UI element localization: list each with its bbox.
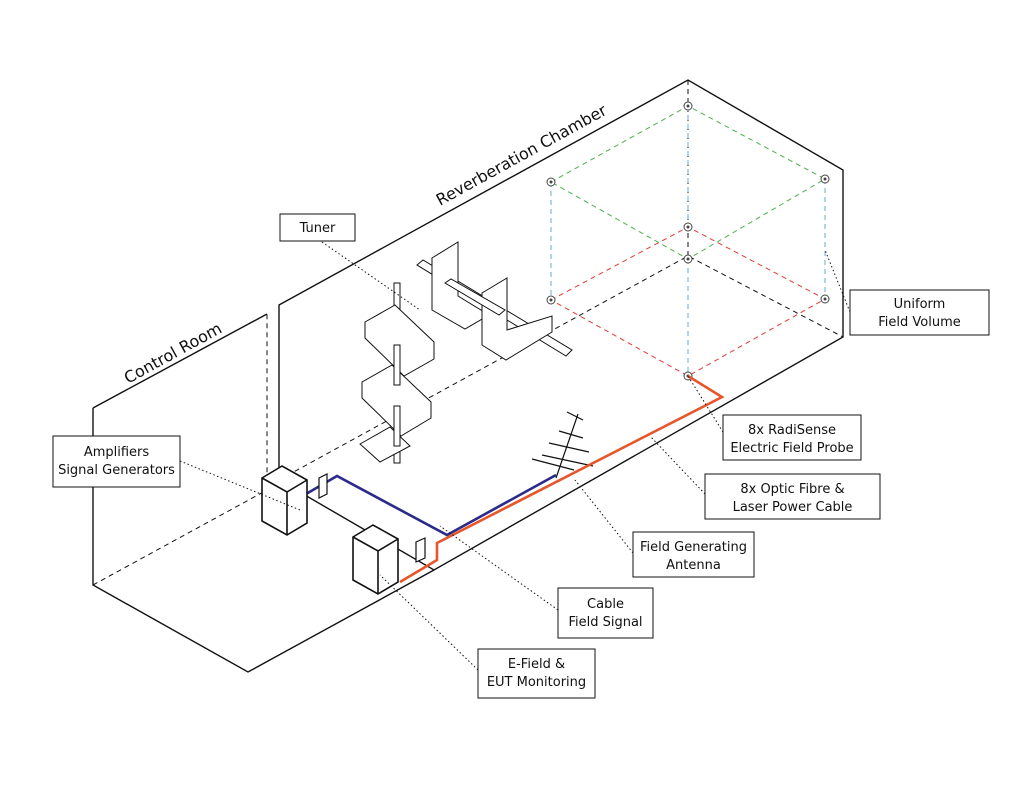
callout-text-line-1: Field Generating (640, 540, 747, 555)
feedthrough-panel (318, 473, 328, 499)
uniform-field-volume (546, 101, 830, 381)
field-signal-cable (305, 473, 557, 537)
callout-text-line-2: Electric Field Probe (730, 441, 853, 456)
callout-uniform-field-volume: Uniform Field Volume (849, 289, 990, 336)
callout-text-line-1: Cable (587, 597, 624, 612)
callout-text-line-1: 8x Optic Fibre & (740, 482, 844, 497)
callout-tuner: Tuner (279, 213, 356, 242)
amplifier-rack (261, 465, 308, 536)
callout-text-line-1: 8x RadiSense (748, 423, 836, 438)
callout-text-line-2: EUT Monitoring (487, 675, 586, 690)
callout-text-line-2: Field Volume (878, 315, 961, 330)
tuner-paddles (359, 241, 573, 464)
callout-monitoring: E-Field & EUT Monitoring (477, 648, 596, 699)
callout-amplifiers: Amplifiers Signal Generators (52, 435, 181, 488)
monitoring-rack (352, 524, 399, 595)
callout-field-probe: 8x RadiSense Electric Field Probe (722, 414, 862, 461)
callout-antenna: Field Generating Antenna (632, 531, 755, 578)
callout-optic-fibre: 8x Optic Fibre & Laser Power Cable (704, 473, 881, 520)
leader-lines (179, 241, 851, 671)
optic-fibre-cable (399, 374, 725, 584)
feedthrough-panel (415, 537, 426, 563)
field-generating-antenna (531, 411, 594, 479)
callout-cable: Cable Field Signal (557, 587, 654, 639)
control-room-label: Control Room (121, 319, 225, 388)
callout-text-line-1: Amplifiers (84, 445, 150, 460)
callout-text-line-1: Uniform (894, 297, 946, 312)
callout-text-line-1: E-Field & (508, 657, 565, 672)
callout-text-line-2: Antenna (666, 558, 721, 573)
callout-text: Tuner (299, 221, 336, 236)
callout-text-line-2: Signal Generators (58, 463, 175, 478)
callout-text-line-2: Laser Power Cable (733, 500, 853, 515)
callout-text-line-2: Field Signal (568, 615, 642, 630)
reverberation-chamber-label: Reverberation Chamber (433, 100, 610, 209)
